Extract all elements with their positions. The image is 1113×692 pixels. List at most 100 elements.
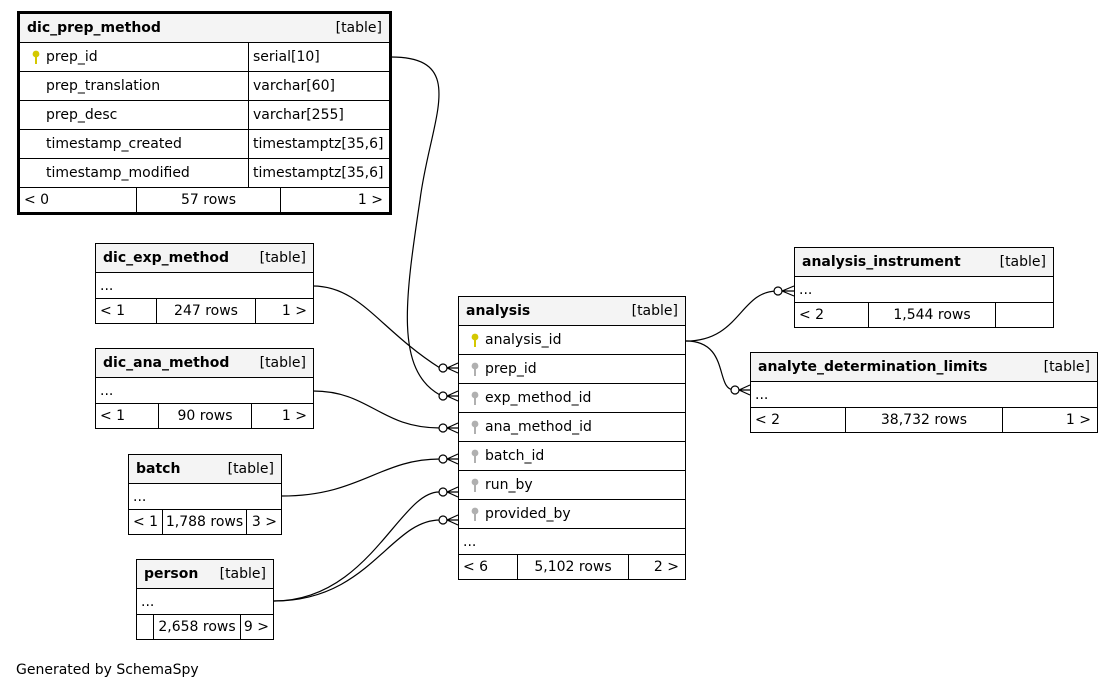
- children-count[interactable]: 1 >: [1065, 412, 1091, 428]
- table-name: dic_ana_method: [103, 355, 230, 371]
- primary-key-icon: [465, 333, 485, 348]
- table-dic-prep-method[interactable]: dic_prep_method [table] prep_id serial[1…: [17, 11, 392, 215]
- column-row[interactable]: prep_translation varchar[60]: [20, 72, 389, 101]
- table-name: dic_exp_method: [103, 250, 230, 266]
- row-count: 1,788 rows: [162, 510, 247, 534]
- children-count[interactable]: 1 >: [281, 303, 307, 319]
- column-row[interactable]: ana_method_id: [459, 413, 685, 442]
- column-row[interactable]: exp_method_id: [459, 384, 685, 413]
- crowfoot: [446, 390, 459, 402]
- children-count[interactable]: 1 >: [357, 192, 383, 208]
- table-header: dic_prep_method [table]: [20, 14, 389, 43]
- parents-count[interactable]: < 2: [799, 307, 825, 323]
- column-type: varchar[255]: [248, 101, 389, 129]
- row-count: 38,732 rows: [845, 408, 1003, 432]
- table-header: dic_exp_method [table]: [96, 244, 313, 273]
- column-name: ana_method_id: [485, 419, 592, 435]
- crowfoot: [446, 362, 459, 374]
- children-count[interactable]: 3 >: [251, 514, 277, 530]
- column-name: batch_id: [485, 448, 545, 464]
- children-count[interactable]: 9 >: [243, 619, 269, 635]
- parents-count[interactable]: < 2: [755, 412, 781, 428]
- edge-analyte-limits: [685, 340, 735, 391]
- foreign-key-icon: [465, 420, 485, 435]
- column-name: timestamp_modified: [46, 165, 190, 181]
- children-count[interactable]: [996, 303, 1053, 327]
- more-columns[interactable]: ...: [751, 382, 1097, 408]
- table-footer: < 0 57 rows 1 >: [20, 188, 389, 212]
- row-count: 5,102 rows: [517, 555, 629, 579]
- parents-count[interactable]: < 1: [100, 408, 126, 424]
- column-name: analysis_id: [485, 332, 562, 348]
- more-columns[interactable]: ...: [795, 277, 1053, 303]
- edge-exp-method: [312, 285, 441, 369]
- table-footer: < 1 1,788 rows 3 >: [129, 510, 281, 534]
- parents-count[interactable]: < 6: [463, 559, 489, 575]
- row-count: 1,544 rows: [868, 303, 996, 327]
- column-name: provided_by: [485, 506, 571, 522]
- children-count[interactable]: 2 >: [653, 559, 679, 575]
- column-row[interactable]: prep_id serial[10]: [20, 43, 389, 72]
- parents-count[interactable]: < 1: [133, 514, 159, 530]
- table-header: person [table]: [137, 560, 273, 589]
- column-name: run_by: [485, 477, 533, 493]
- column-row[interactable]: analysis_id: [459, 326, 685, 355]
- more-columns[interactable]: ...: [129, 484, 281, 510]
- column-type: timestamptz[35,6]: [248, 130, 389, 158]
- table-analysis-instrument[interactable]: analysis_instrument [table] ... < 2 1,54…: [794, 247, 1054, 328]
- table-dic-ana-method[interactable]: dic_ana_method [table] ... < 1 90 rows 1…: [95, 348, 314, 429]
- column-name: exp_method_id: [485, 390, 592, 406]
- column-row[interactable]: timestamp_created timestamptz[35,6]: [20, 130, 389, 159]
- crowfoot: [446, 514, 459, 526]
- column-name: prep_translation: [46, 78, 161, 94]
- column-row[interactable]: batch_id: [459, 442, 685, 471]
- crowfoot-circle: [438, 391, 448, 401]
- table-batch[interactable]: batch [table] ... < 1 1,788 rows 3 >: [128, 454, 282, 535]
- table-name: analyte_determination_limits: [758, 359, 988, 375]
- more-columns[interactable]: ...: [96, 378, 313, 404]
- more-columns[interactable]: ...: [96, 273, 313, 299]
- table-footer: 2,658 rows 9 >: [137, 615, 273, 639]
- row-count: 247 rows: [156, 299, 256, 323]
- children-count[interactable]: 1 >: [281, 408, 307, 424]
- column-type: varchar[60]: [248, 72, 389, 100]
- table-name: person: [144, 566, 199, 582]
- column-type: timestamptz[35,6]: [248, 159, 389, 187]
- table-footer: < 2 1,544 rows: [795, 303, 1053, 327]
- table-person[interactable]: person [table] ... 2,658 rows 9 >: [136, 559, 274, 640]
- edge-ana-method: [312, 390, 441, 429]
- table-name: analysis: [466, 303, 531, 319]
- row-count: 2,658 rows: [153, 615, 241, 639]
- foreign-key-icon: [465, 449, 485, 464]
- column-row[interactable]: timestamp_modified timestamptz[35,6]: [20, 159, 389, 188]
- table-kind: [table]: [335, 20, 382, 36]
- crowfoot-circle: [438, 454, 448, 464]
- edge-person-provided-by: [273, 519, 441, 602]
- crowfoot-circle: [773, 286, 783, 296]
- column-row[interactable]: prep_desc varchar[255]: [20, 101, 389, 130]
- column-row[interactable]: run_by: [459, 471, 685, 500]
- table-kind: [table]: [1043, 359, 1090, 375]
- crowfoot-circle: [438, 487, 448, 497]
- parents-count[interactable]: < 1: [100, 303, 126, 319]
- more-columns[interactable]: ...: [459, 529, 685, 555]
- primary-key-icon: [26, 50, 46, 65]
- table-footer: < 6 5,102 rows 2 >: [459, 555, 685, 579]
- column-row[interactable]: provided_by: [459, 500, 685, 529]
- column-name: timestamp_created: [46, 136, 182, 152]
- table-analyte-determination-limits[interactable]: analyte_determination_limits [table] ...…: [750, 352, 1098, 433]
- edge-analysis-instrument: [685, 290, 778, 342]
- table-name: batch: [136, 461, 181, 477]
- table-kind: [table]: [259, 250, 306, 266]
- column-row[interactable]: prep_id: [459, 355, 685, 384]
- table-analysis[interactable]: analysis [table] analysis_id prep_id exp…: [458, 296, 686, 580]
- column-name: prep_id: [46, 49, 98, 65]
- parents-count[interactable]: < 0: [24, 192, 50, 208]
- table-dic-exp-method[interactable]: dic_exp_method [table] ... < 1 247 rows …: [95, 243, 314, 324]
- crowfoot-circle: [438, 423, 448, 433]
- parents-count[interactable]: [137, 615, 153, 639]
- more-columns[interactable]: ...: [137, 589, 273, 615]
- table-name: dic_prep_method: [27, 20, 161, 36]
- table-header: analysis_instrument [table]: [795, 248, 1053, 277]
